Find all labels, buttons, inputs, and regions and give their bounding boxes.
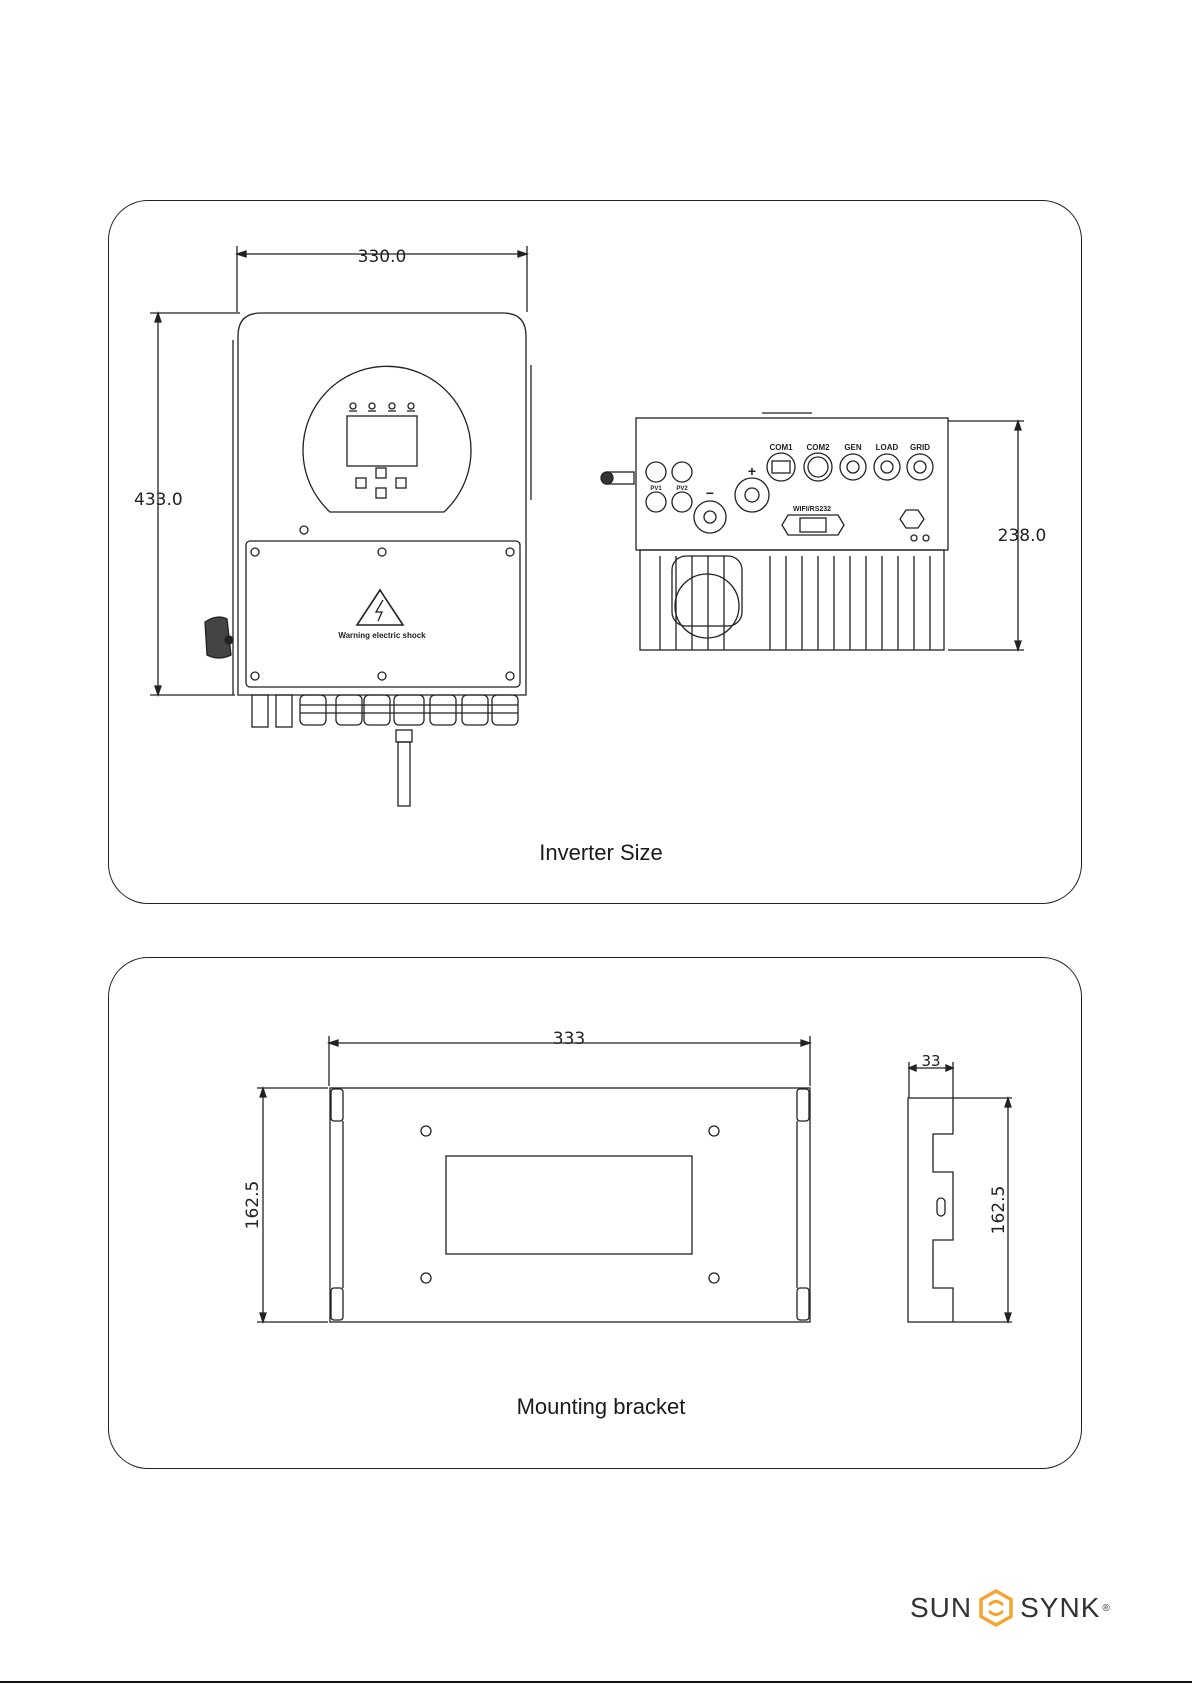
port-label-com2: COM2 <box>806 443 830 452</box>
logo-text-left: SUN <box>910 1592 972 1624</box>
negative-terminal-icon: − <box>706 485 714 501</box>
logo-text-right: SYNK <box>1020 1592 1100 1624</box>
inverter-caption: Inverter Size <box>401 840 801 866</box>
inverter-width-dim: 330.0 <box>358 247 407 267</box>
inverter-depth-dim: 238.0 <box>998 526 1047 546</box>
inverter-front-view <box>150 246 531 806</box>
bracket-side-height-dim: 162.5 <box>989 1186 1009 1235</box>
positive-terminal-icon: + <box>748 463 756 479</box>
inverter-height-dim: 433.0 <box>134 490 183 510</box>
bracket-depth-dim: 33 <box>921 1052 940 1070</box>
pv2-label: PV2 <box>676 486 688 492</box>
port-label-grid: GRID <box>910 443 930 452</box>
sunsynk-mark-icon <box>976 1588 1016 1628</box>
bottom-rule <box>0 1681 1192 1683</box>
registered-mark: ® <box>1102 1603 1110 1614</box>
mounting-bracket-front <box>257 1036 810 1322</box>
port-label-gen: GEN <box>844 443 862 452</box>
port-label-com1: COM1 <box>769 443 793 452</box>
sunsynk-logo: SUN SYNK ® <box>910 1586 1111 1630</box>
bracket-height-dim: 162.5 <box>243 1181 263 1230</box>
pv1-label: PV1 <box>650 486 662 492</box>
warning-label: Warning electric shock <box>338 631 426 640</box>
bracket-width-dim: 333 <box>553 1029 585 1049</box>
port-label-load: LOAD <box>876 443 899 452</box>
bracket-caption: Mounting bracket <box>401 1394 801 1420</box>
wifi-label: WIFI/RS232 <box>793 506 831 513</box>
